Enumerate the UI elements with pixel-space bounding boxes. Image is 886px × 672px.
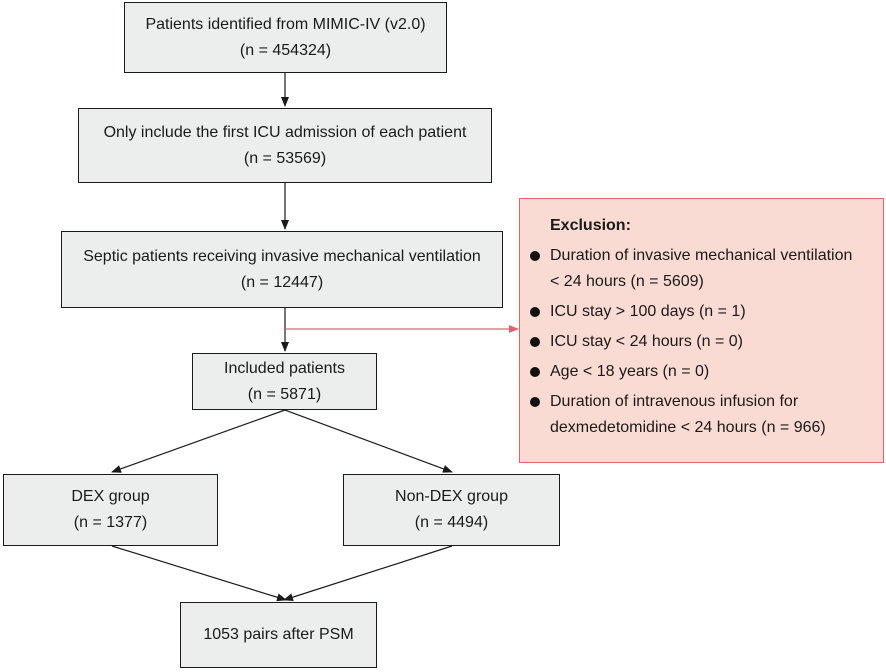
box-dex-group-title: DEX group (71, 488, 150, 505)
box-non-dex-group-title: Non-DEX group (395, 488, 508, 505)
exclusion-item-dexmedetomidine: Duration of intravenous infusion for dex… (530, 389, 873, 441)
exclusion-item-text: ICU stay < 24 hours (n = 0) (550, 333, 743, 350)
bullet-icon (530, 397, 540, 407)
exclusion-item-icu-stay-short: ICU stay < 24 hours (n = 0) (530, 329, 873, 355)
box-included-patients-count: (n = 5871) (247, 385, 322, 403)
exclusion-item-text: dexmedetomidine < 24 hours (n = 966) (550, 419, 826, 436)
exclusion-item-text: Age < 18 years (n = 0) (550, 363, 710, 380)
arrow-dex-to-psm (111, 545, 287, 602)
exclusion-item-age: Age < 18 years (n = 0) (530, 359, 873, 385)
arrow-included-to-non-dex (284, 409, 453, 473)
box-dex-group-count: (n = 1377) (73, 514, 148, 531)
bullet-icon (530, 337, 540, 347)
box-septic-patients-count: (n = 12447) (240, 273, 324, 291)
box-patients-identified-count: (n = 454324) (239, 41, 332, 59)
box-dex-group: DEX group (n = 1377) (3, 474, 218, 546)
box-first-icu-admission-count: (n = 53569) (243, 149, 327, 167)
exclusion-item-text: < 24 hours (n = 5609) (550, 273, 704, 290)
exclusion-box: Exclusion: Duration of invasive mechanic… (519, 198, 884, 463)
bullet-icon (530, 251, 540, 261)
box-patients-identified-title: Patients identified from MIMIC-IV (v2.0) (145, 15, 426, 33)
box-first-icu-admission-title: Only include the first ICU admission of … (103, 123, 467, 141)
exclusion-list: Duration of invasive mechanical ventilat… (530, 243, 873, 441)
arrow-included-to-dex (111, 409, 286, 473)
exclusion-item-text: Duration of intravenous infusion for (550, 393, 799, 410)
exclusion-item-text: Duration of invasive mechanical ventilat… (550, 247, 853, 264)
box-included-patients: Included patients (n = 5871) (192, 353, 377, 410)
bullet-icon (530, 367, 540, 377)
exclusion-item-icu-stay-long: ICU stay > 100 days (n = 1) (530, 299, 873, 325)
arrow-non-dex-to-psm (283, 545, 453, 602)
box-septic-patients-title: Septic patients receiving invasive mecha… (83, 247, 481, 265)
exclusion-title: Exclusion: (550, 217, 631, 234)
exclusion-item-text: ICU stay > 100 days (n = 1) (550, 303, 746, 320)
box-septic-patients: Septic patients receiving invasive mecha… (61, 231, 503, 308)
box-included-patients-title: Included patients (224, 359, 345, 377)
box-non-dex-group-count: (n = 4494) (414, 514, 489, 531)
box-psm-pairs: 1053 pairs after PSM (180, 602, 377, 668)
exclusion-item-ventilation: Duration of invasive mechanical ventilat… (530, 243, 873, 295)
box-psm-pairs-title: 1053 pairs after PSM (203, 626, 354, 643)
box-patients-identified: Patients identified from MIMIC-IV (v2.0)… (124, 2, 447, 73)
box-non-dex-group: Non-DEX group (n = 4494) (343, 474, 560, 546)
box-first-icu-admission: Only include the first ICU admission of … (78, 108, 492, 183)
bullet-icon (530, 307, 540, 317)
